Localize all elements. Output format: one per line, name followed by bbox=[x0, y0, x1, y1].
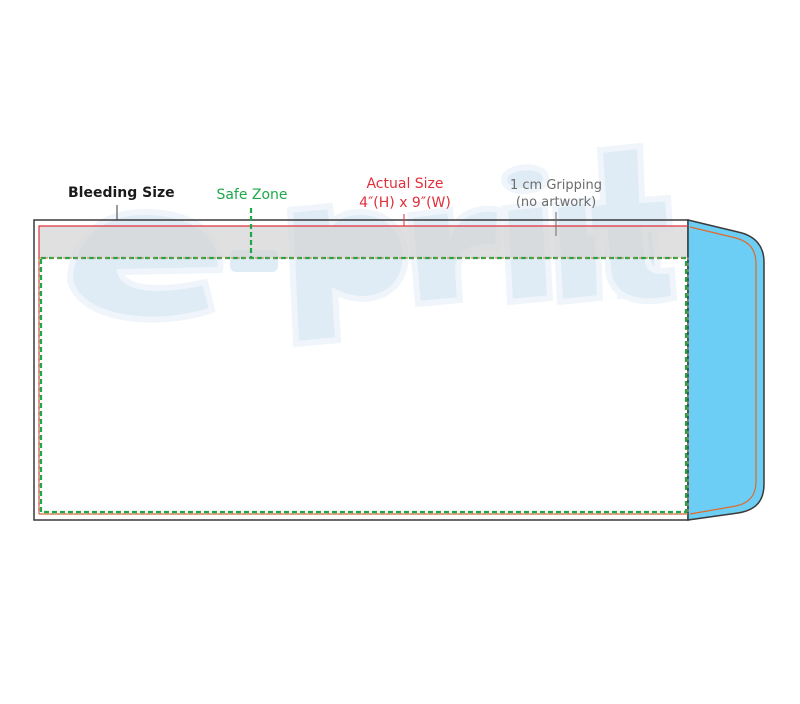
gripping-label: 1 cm Gripping bbox=[510, 178, 602, 193]
envelope-flap bbox=[687, 219, 765, 521]
safe-zone-label: Safe Zone bbox=[216, 187, 288, 203]
actual-size-label: Actual Size bbox=[366, 176, 444, 192]
gripping-note-label: (no artwork) bbox=[515, 195, 597, 210]
gripping-band bbox=[39, 226, 688, 258]
bleeding-size-label: Bleeding Size bbox=[68, 185, 175, 201]
actual-size-dimensions-label: 4″(H) x 9″(W) bbox=[359, 195, 451, 211]
flap-inner-line bbox=[689, 226, 757, 515]
safe-zone-side-dash bbox=[38, 257, 689, 515]
